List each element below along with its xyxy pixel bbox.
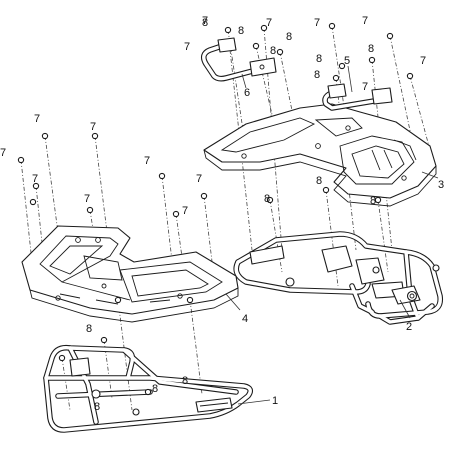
callout-part-2: 2 (406, 321, 412, 333)
rear-tube-frame-part-2 (233, 231, 444, 325)
callout-part-4: 4 (242, 313, 248, 325)
callout-8: 8 (264, 193, 270, 205)
callout-7: 7 (420, 55, 426, 67)
callout-8: 8 (152, 383, 158, 395)
callout-7: 7 (266, 17, 272, 29)
callout-8: 8 (94, 401, 100, 413)
callout-7: 7 (34, 113, 40, 125)
callout-7: 7 (90, 121, 96, 133)
callout-7: 7 (314, 17, 320, 29)
callout-part-1: 1 (272, 395, 278, 407)
callout-8: 8 (270, 45, 276, 57)
leader-lines (225, 65, 439, 405)
callout-7: 7 (184, 41, 190, 53)
callout-part-6: 6 (244, 87, 250, 99)
callout-8: 8 (368, 43, 374, 55)
grab-handle-part-5 (322, 83, 393, 111)
front-rack-panel-part-4 (21, 225, 239, 323)
callout-7: 7 (84, 193, 90, 205)
callout-7: 7 (362, 15, 368, 27)
callout-8: 8 (316, 175, 322, 187)
callout-8: 8 (202, 17, 208, 29)
callouts: 1 2 3 4 5 6 7 7 7 7 7 7 7 7 7 7 7 7 7 7 … (0, 15, 444, 413)
alignment-lines (20, 25, 431, 411)
callout-8: 8 (370, 195, 376, 207)
grab-handle-part-6 (200, 37, 277, 82)
callout-part-3: 3 (438, 179, 444, 191)
lower-tube-frame-part-1 (43, 344, 254, 433)
callout-7: 7 (144, 155, 150, 167)
callout-7: 7 (182, 205, 188, 217)
callout-part-5: 5 (344, 55, 350, 67)
rear-rack-panel-part-3 (203, 103, 437, 207)
callout-7: 7 (32, 173, 38, 185)
fasteners (17, 22, 414, 396)
callout-8: 8 (182, 375, 188, 387)
callout-8: 8 (314, 69, 320, 81)
callout-8: 8 (286, 31, 292, 43)
callout-7: 7 (202, 15, 208, 27)
callout-7: 7 (0, 147, 6, 159)
callout-7: 7 (362, 81, 368, 93)
callout-8: 8 (238, 25, 244, 37)
callout-8: 8 (316, 53, 322, 65)
callout-7: 7 (196, 173, 202, 185)
callout-8: 8 (86, 323, 92, 335)
